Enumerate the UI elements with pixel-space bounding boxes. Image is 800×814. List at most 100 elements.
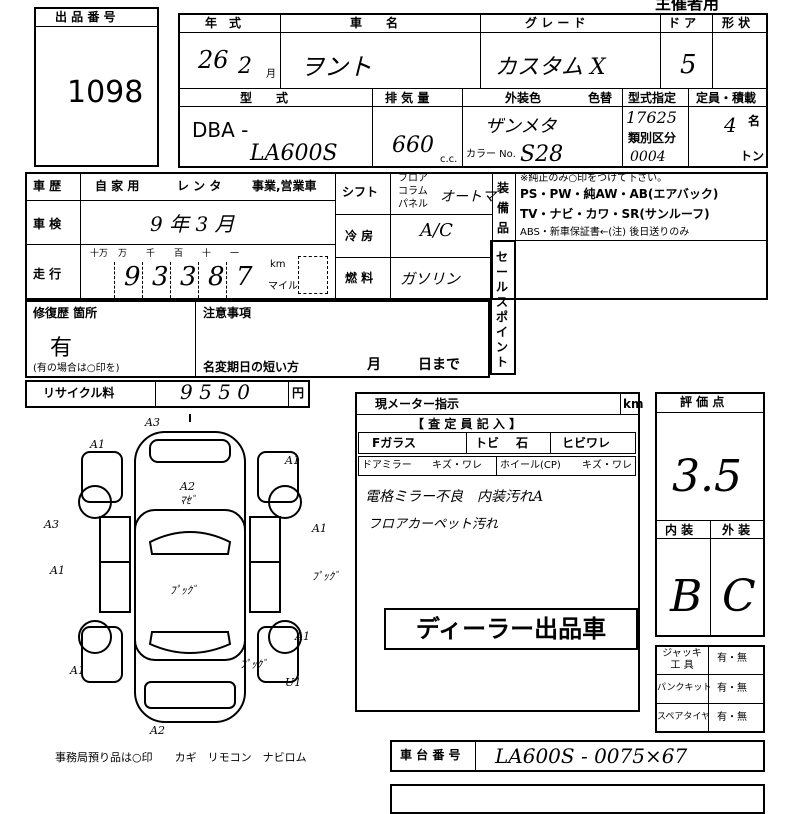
fuel-value: ガソリン: [400, 270, 461, 288]
lot-number: 1098: [67, 75, 144, 110]
door-label: ド ア: [668, 16, 697, 30]
odometer-divider: [170, 262, 171, 298]
exterior-label: 外 装: [722, 523, 751, 537]
bottom-box: [390, 784, 765, 814]
windshield: [148, 531, 232, 555]
left-rear-tire: [78, 620, 112, 654]
odometer-digit: 7: [236, 262, 253, 292]
displacement-value: 660: [392, 133, 434, 158]
color-label: 外装色: [505, 91, 542, 105]
year-value: 26: [198, 46, 229, 74]
note-a2-rear: A2: [149, 724, 165, 737]
right-front-tire: [268, 485, 302, 519]
color-code-label: カラー No.: [466, 149, 516, 160]
interior-label: 内 装: [665, 523, 694, 537]
jack-value: 有・無: [717, 653, 747, 664]
name-change-month: 月: [367, 357, 381, 373]
grade-value: 3.5: [672, 451, 742, 502]
shaken-label: 車 検: [33, 217, 62, 231]
color-code-value: S28: [520, 142, 564, 167]
vehicle-info-box: [178, 13, 768, 168]
jack-label: ジャッキ 工 具: [662, 648, 702, 671]
grade-label: 評 価 点: [680, 395, 725, 409]
odometer-digit: 9: [124, 262, 141, 292]
spare-value: 有・無: [717, 712, 747, 723]
lot-label: 出 品 番 号: [55, 10, 116, 24]
history-opt-business: 事業,営業車: [252, 179, 317, 193]
note-a3-top: A3: [144, 416, 160, 429]
shift-column: コラム: [398, 186, 428, 197]
history-opt-rental: レ ン タ: [177, 179, 222, 193]
wheel-damage: キズ・ワレ: [582, 460, 632, 471]
grade-label: グ レ ー ド: [525, 16, 586, 30]
equipment-label: 装 備 品: [497, 181, 510, 235]
mirror-row: [358, 456, 636, 476]
note-hood-maze: ﾏｾﾞ: [180, 494, 197, 507]
note-a1-rf: A1: [284, 454, 300, 467]
odometer-place-label: 一: [230, 249, 240, 259]
grade-value: カスタム X: [495, 55, 606, 80]
interior-grade: B: [670, 571, 703, 622]
left-rear-fender: [81, 626, 123, 683]
sales-point-box: [490, 240, 516, 375]
equip-line1: PS・PW・純AW・AB(エアバック): [520, 187, 719, 201]
displacement-label: 排 気 量: [385, 91, 430, 105]
meter-unit: km: [623, 397, 644, 411]
chassis-value: LA600S - 0075×67: [495, 744, 688, 768]
note-a1-lr: A1: [69, 664, 85, 677]
rear-window: [148, 631, 232, 654]
odometer-digit: 3: [180, 262, 197, 292]
note-a1-lf: A1: [89, 438, 105, 451]
model-line1: DBA -: [192, 118, 249, 142]
wheel-label: ホイール(CP): [500, 460, 561, 471]
type-label: 型式指定: [628, 91, 677, 105]
mile-unit: マイル: [268, 281, 298, 292]
repair-box: [25, 300, 490, 378]
left-front-tire: [78, 485, 112, 519]
shift-label: シフト: [342, 185, 379, 199]
color-value: ザンメタ: [485, 116, 557, 137]
capacity-unit: 名: [748, 114, 761, 128]
inspector-label: 【 査 定 員 記 入 】: [412, 417, 522, 431]
memo-line1: 電格ミラー不良 内装汚れA: [365, 489, 544, 505]
note-a3-left: A3: [43, 518, 59, 531]
glass-row: [358, 432, 636, 454]
shape-label: 形 状: [722, 16, 751, 30]
type-value: 17625: [626, 108, 677, 127]
km-unit: km: [270, 259, 286, 270]
glass-label: Fガラス: [372, 436, 416, 450]
header-title: 主催者用: [655, 0, 720, 13]
glass-ishi: 石: [516, 436, 529, 450]
history-label: 車 歴: [33, 179, 62, 193]
car-hood-front: [149, 439, 231, 463]
mile-checkbox[interactable]: [298, 256, 328, 294]
capacity-value: 4: [724, 113, 737, 137]
car-body-outline: [134, 431, 246, 723]
note-a1-left: A1: [49, 564, 65, 577]
note-rear-pug: ﾌﾟｯｸﾞ: [240, 658, 268, 671]
category-value: 0004: [630, 149, 666, 165]
odometer-place-label: 十: [202, 249, 212, 259]
history-opt-private: 自 家 用: [95, 179, 140, 193]
note-a1-rr: A1: [294, 630, 310, 643]
month-unit: 月: [266, 69, 276, 80]
right-doors: [249, 516, 281, 613]
note-a2-hood: A2: [179, 480, 195, 493]
name-change-day: 日まで: [418, 357, 460, 373]
repair-value: 有: [50, 336, 73, 361]
odometer-place-label: 十万: [90, 249, 109, 259]
puncture-value: 有・無: [717, 683, 747, 694]
fuel-label: 燃 料: [345, 271, 374, 285]
model-line2: LA600S: [250, 141, 338, 166]
equip-line2: TV・ナビ・カワ・SR(サンルーフ): [520, 207, 710, 221]
glass-tobi: トビ: [475, 436, 500, 450]
odometer-divider: [114, 262, 115, 298]
capacity-label: 定員・積載: [696, 91, 757, 105]
odometer-divider: [226, 262, 227, 298]
note-u1: U1: [285, 676, 301, 689]
model-label: 型 式: [240, 91, 289, 105]
odometer-divider: [198, 262, 199, 298]
rear-bumper: [144, 681, 236, 709]
ton-unit: トン: [740, 149, 765, 163]
recycle-label: リサイクル料: [43, 386, 115, 400]
